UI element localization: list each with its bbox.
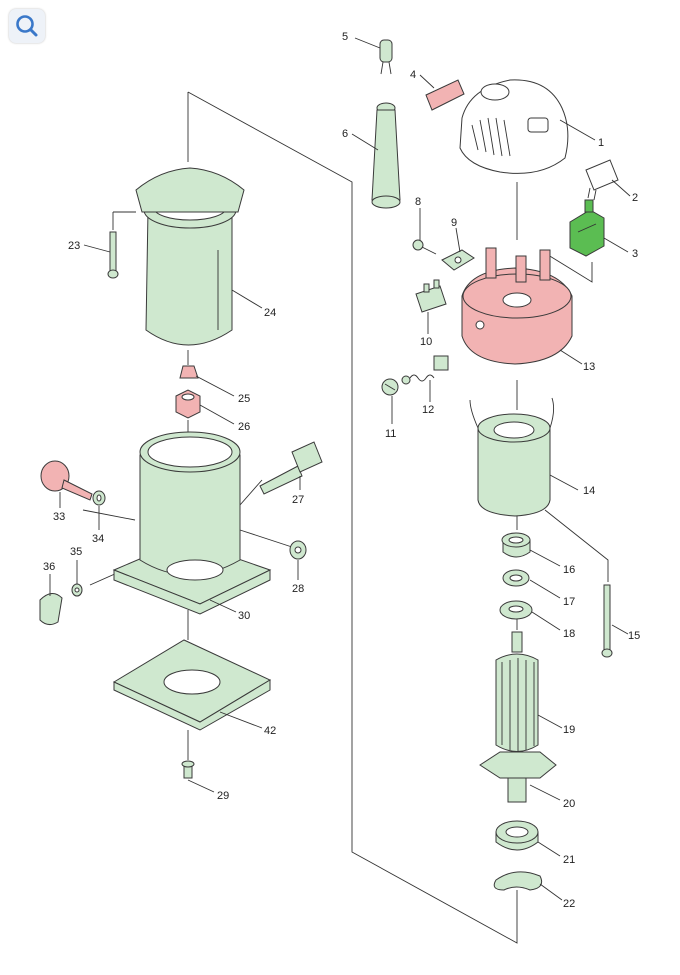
part-33-thumb-screw	[40, 460, 93, 501]
callout-28: 28	[292, 583, 304, 595]
part-15-screw	[601, 584, 613, 658]
part-5-cord	[379, 39, 393, 75]
callout-3: 3	[632, 248, 638, 260]
callout-6: 6	[342, 128, 348, 140]
part-14-field	[469, 397, 555, 517]
part-28-nut	[289, 540, 307, 560]
callout-10: 10	[420, 336, 432, 348]
callout-16: 16	[563, 564, 575, 576]
callout-9: 9	[451, 217, 457, 229]
part-12-carbon-brush	[401, 355, 449, 385]
callout-17: 17	[563, 596, 575, 608]
magnifier-icon	[16, 15, 38, 37]
callout-34: 34	[92, 533, 104, 545]
callout-8: 8	[415, 196, 421, 208]
callout-29: 29	[217, 790, 229, 802]
part-2-capacitor	[585, 159, 619, 201]
part-42-base-plate	[112, 639, 272, 731]
part-25-collet-cone	[179, 365, 199, 379]
part-24-housing	[135, 167, 245, 346]
callout-12: 12	[422, 404, 434, 416]
part-1-motor-cover	[459, 79, 569, 174]
callout-11: 11	[385, 428, 396, 440]
part-16-insulation-ring	[501, 532, 531, 558]
part-10-terminal	[415, 279, 447, 313]
zoom-button[interactable]	[9, 9, 45, 43]
callout-30: 30	[238, 610, 250, 622]
callout-36: 36	[43, 561, 55, 573]
callout-19: 19	[563, 724, 575, 736]
callout-18: 18	[563, 628, 575, 640]
part-27-bolt	[259, 441, 323, 495]
part-26-collet-nut	[175, 389, 201, 419]
part-29-screw	[181, 760, 195, 779]
part-4-label	[425, 79, 465, 111]
part-21-bearing	[495, 820, 539, 851]
callout-13: 13	[583, 361, 595, 373]
part-13-motor-housing	[461, 247, 573, 365]
part-23-screw	[107, 231, 119, 279]
callout-21: 21	[563, 854, 575, 866]
callout-22: 22	[563, 898, 575, 910]
callout-leader-lines	[49, 37, 631, 901]
callout-4: 4	[410, 69, 416, 81]
callout-24: 24	[264, 307, 276, 319]
callout-23: 23	[68, 240, 80, 252]
part-35-washer	[71, 583, 83, 597]
callout-33: 33	[53, 511, 65, 523]
part-9-holder	[441, 249, 475, 271]
part-17-washer	[502, 569, 530, 587]
part-11-brush-cap	[381, 378, 399, 396]
part-3-switch	[569, 199, 605, 257]
assembly-guide-lines	[82, 91, 609, 944]
callout-1: 1	[598, 137, 604, 149]
callout-25: 25	[238, 393, 250, 405]
callout-15: 15	[628, 630, 640, 642]
part-20-fan	[479, 751, 557, 803]
callout-2: 2	[632, 192, 638, 204]
callout-5: 5	[342, 31, 348, 43]
callout-14: 14	[583, 485, 595, 497]
part-18-bearing	[499, 600, 533, 620]
part-19-armature	[495, 631, 539, 752]
callout-20: 20	[563, 798, 575, 810]
part-8-screw	[412, 239, 437, 255]
callout-42: 42	[264, 725, 276, 737]
part-34-washer	[92, 490, 106, 506]
callout-35: 35	[70, 546, 82, 558]
part-22-baffle	[493, 871, 543, 891]
callout-26: 26	[238, 421, 250, 433]
part-6-cord-guard	[371, 102, 401, 209]
callout-labels: 5 4 1 2 3 6 8 9 10 11 12 13 14 15 16 17 …	[43, 31, 640, 910]
callout-27: 27	[292, 494, 304, 506]
part-30-base	[112, 431, 272, 615]
part-36-lever	[39, 593, 63, 626]
